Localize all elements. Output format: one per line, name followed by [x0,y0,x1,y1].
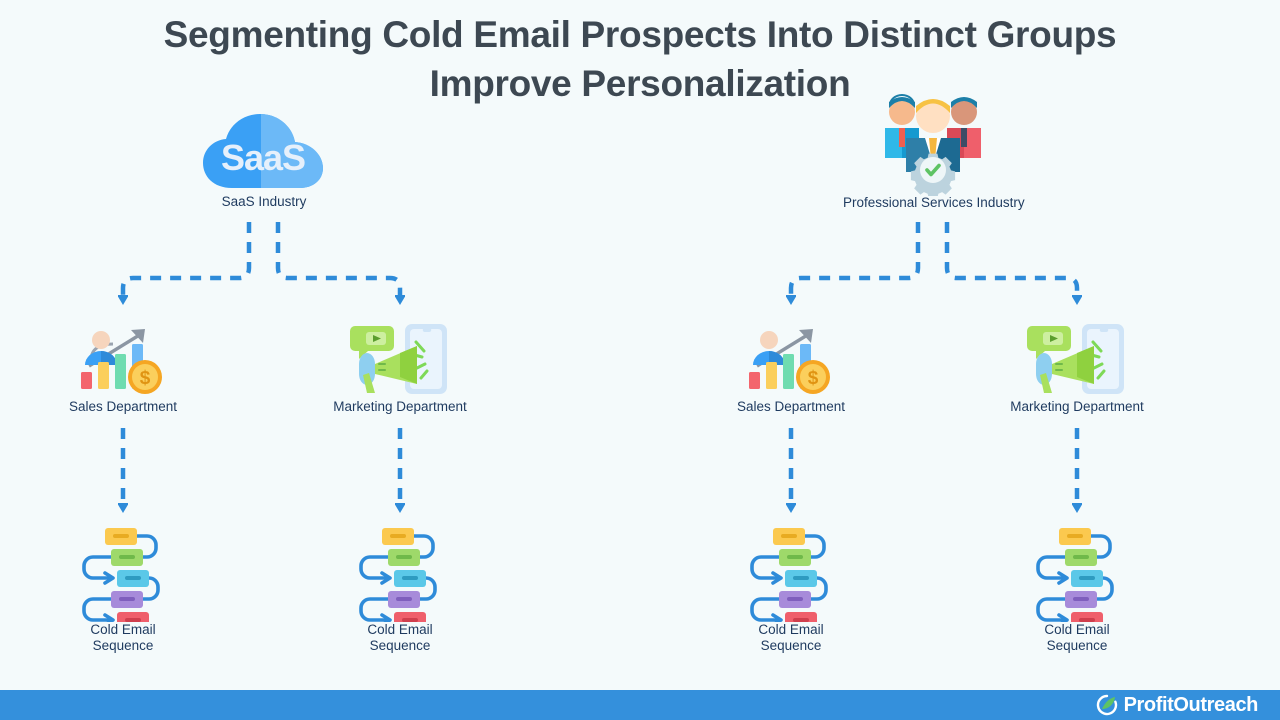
people-gear-check-icon [885,94,981,196]
wire-ps-to-sales [791,222,921,300]
node-label-saas-marketing-department: Marketing Department [333,399,467,414]
node-saas-industry[interactable]: SaaS SaaS Industry [174,110,354,210]
brand-logo-text: ProfitOutreach [1123,693,1259,716]
email-sequence-flow-icon [82,528,160,622]
marketing-megaphone-icon [350,324,447,394]
node-saas-marketing-sequence[interactable]: Cold Email Sequence [325,522,475,655]
title-line-2: Improve Personalization [429,63,851,105]
email-sequence-flow-icon [359,528,437,622]
wire-ps-to-marketing [944,222,1077,300]
sequence-label-line-2: Sequence [369,638,431,654]
brand-logo[interactable]: ProfitOutreach [1096,694,1258,717]
sequence-label-line-2: Sequence [1046,638,1108,654]
node-ps-marketing-sequence[interactable]: Cold Email Sequence [1002,522,1152,655]
sequence-label-line-2: Sequence [760,638,822,654]
sequence-label-line-1: Cold Email [90,622,156,637]
sequence-label-line-1: Cold Email [758,622,824,637]
node-saas-sales-department[interactable]: $ Sales Department [43,318,203,415]
node-label-professional-services-industry: Professional Services Industry [843,195,1025,210]
node-ps-sales-sequence[interactable]: Cold Email Sequence [716,522,866,655]
node-label-saas-marketing-sequence: Cold Email Sequence [325,622,475,655]
sequence-label-line-1: Cold Email [1044,622,1110,637]
node-label-ps-sales-sequence: Cold Email Sequence [716,622,866,655]
page-title: Segmenting Cold Email Prospects Into Dis… [0,10,1280,108]
email-sequence-flow-icon [750,528,828,622]
node-ps-sales-department[interactable]: $ Sales Department [711,318,871,415]
node-professional-services-industry[interactable]: Professional Services Industry [843,82,1025,211]
node-label-ps-marketing-department: Marketing Department [1010,399,1144,414]
wire-saas-to-sales [123,222,252,300]
node-label-saas-sales-sequence: Cold Email Sequence [48,622,198,655]
node-label-saas-sales-department: Sales Department [68,399,178,414]
node-ps-marketing-department[interactable]: Marketing Department [997,318,1157,415]
node-label-ps-sales-department: Sales Department [736,399,846,414]
sequence-label-line-2: Sequence [92,638,154,654]
profitoutreach-leaf-circle-icon [1096,694,1117,716]
sales-growth-chart-icon: $ [749,329,830,394]
node-saas-marketing-department[interactable]: Marketing Department [320,318,480,415]
sequence-label-line-1: Cold Email [367,622,433,637]
title-line-1: Segmenting Cold Email Prospects Into Dis… [163,14,1117,55]
email-sequence-flow-icon [1036,528,1114,622]
node-label-saas-industry: SaaS Industry [221,194,307,209]
svg-text:SaaS: SaaS [221,137,305,178]
node-label-ps-marketing-sequence: Cold Email Sequence [1002,622,1152,655]
saas-cloud-icon: SaaS [203,114,323,188]
sales-growth-chart-icon: $ [81,329,162,394]
node-saas-sales-sequence[interactable]: Cold Email Sequence [48,522,198,655]
marketing-megaphone-icon [1027,324,1124,394]
svg-text:$: $ [808,368,819,389]
footer-bar: ProfitOutreach [0,690,1280,720]
wire-saas-to-marketing [275,222,400,300]
svg-text:$: $ [140,368,151,389]
